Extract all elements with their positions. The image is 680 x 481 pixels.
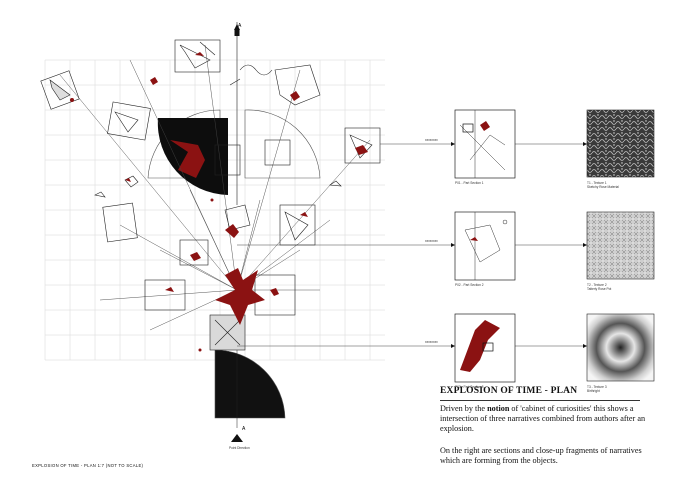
texture-panel-1 (587, 110, 654, 177)
section-panels (454, 109, 516, 383)
description-paragraph-1: Driven by the notion of 'cabinet of curi… (440, 404, 650, 434)
fragment-objects (40, 39, 381, 351)
sheet-footer: EXPLOSION OF TIME - PLAN 1:7 (NOT TO SCA… (32, 463, 144, 468)
section-caption-3: P03 - Part Section 3 (455, 385, 484, 389)
top-marker-label: A (238, 23, 242, 29)
paragraph1-start: Driven by the (440, 404, 488, 413)
connector-lines (237, 143, 587, 347)
page-title: EXPLOSION OF TIME - PLAN (440, 386, 578, 396)
link-label-2: xxxxxxxx (425, 239, 438, 243)
texture-title-2: T2 - Texture 2 (587, 283, 607, 287)
texture-sub-2: Tatterly Rose Pot (587, 287, 612, 291)
description-paragraph-2: On the right are sections and close-up f… (440, 446, 642, 465)
texture-caption-1: T1 - Texture 1 Sketchy Rose Material (587, 181, 647, 189)
texture-sub-3: Birthright (587, 389, 600, 393)
texture-sub-1: Sketchy Rose Material (587, 185, 619, 189)
red-fragments (70, 52, 368, 352)
section-caption-2: P02 - Part Section 2 (455, 283, 484, 287)
link-label-1: xxxxxxxx (425, 138, 438, 142)
bottom-direction-marker (231, 350, 243, 442)
title-divider (440, 400, 640, 401)
paragraph1-end: of 'cabinet of curiosities' this shows a… (440, 404, 646, 433)
texture-title-3: T3 - Texture 3 (587, 385, 607, 389)
texture-panel-3 (587, 314, 654, 381)
texture-title-1: T1 - Texture 1 (587, 181, 607, 185)
texture-panel-2 (587, 212, 654, 279)
section-caption-1: P01 - Part Section 1 (455, 181, 484, 185)
texture-caption-3: T3 - Texture 3 Birthright (587, 385, 647, 393)
texture-caption-2: T2 - Texture 2 Tatterly Rose Pot (587, 283, 647, 291)
paragraph1-emphasis: notion (487, 404, 510, 413)
link-label-3: xxxxxxxx (425, 340, 438, 344)
explosion-rays (59, 44, 371, 331)
bottom-marker-label: A (242, 426, 246, 432)
bottom-marker-caption: Point Direction (229, 446, 250, 450)
top-direction-marker (234, 22, 240, 205)
